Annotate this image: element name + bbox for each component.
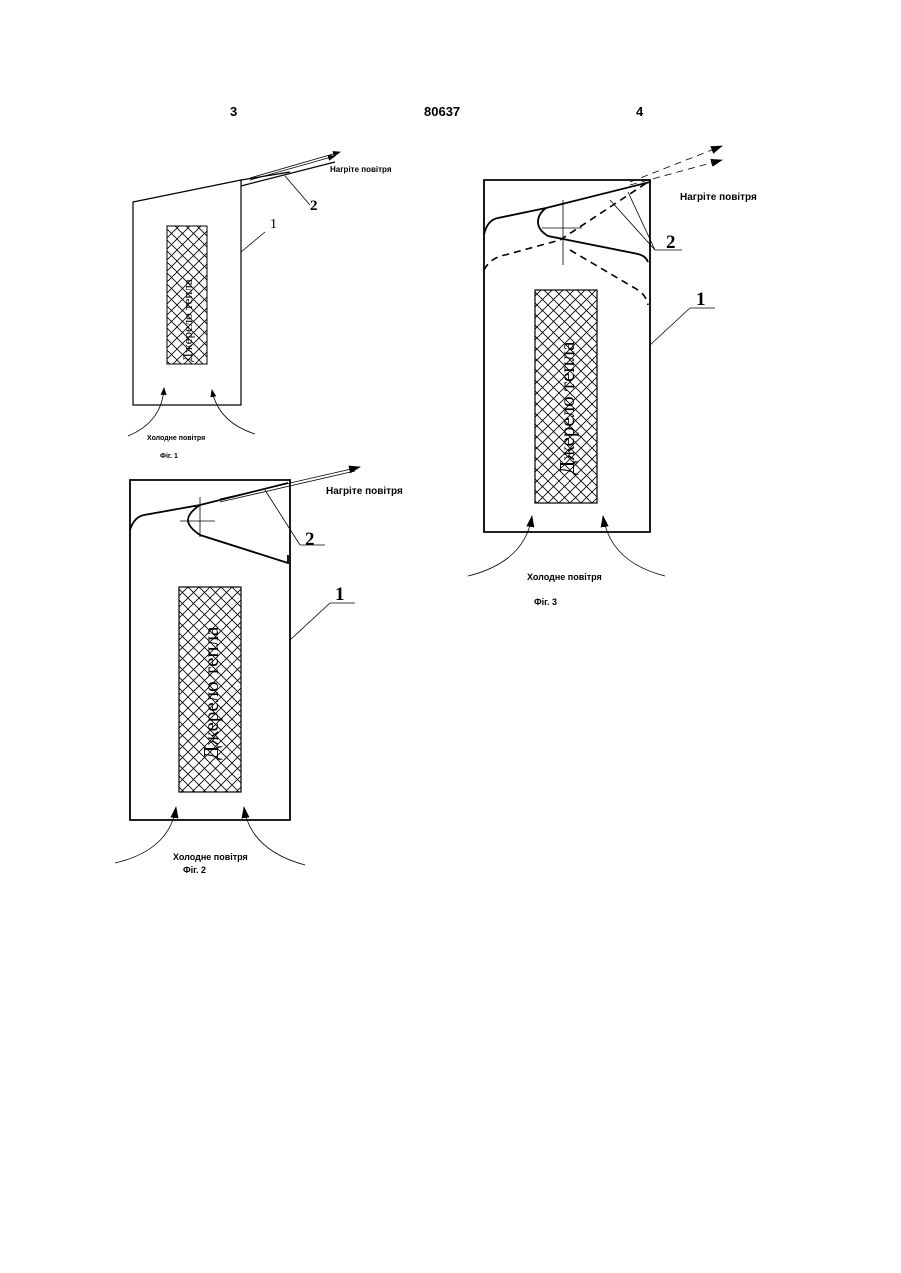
fig2-ref-2: 2 [305,529,315,550]
fig1-ref-1: 1 [270,217,277,232]
fig3-heat-source-label: Джерело тепла [555,341,579,475]
page-number-right: 4 [636,104,643,119]
fig3-cold-air-arrows [468,516,665,576]
fig3-caption: Фіг. 3 [534,597,557,607]
fig2-caption: Фіг. 2 [183,865,206,875]
patent-number: 80637 [424,104,460,119]
fig2-heat-source-label: Джерело тепла [199,626,223,760]
figure-1: Нагріте повітря 2 1 Джерело тепла Холодн… [100,140,400,470]
fig1-cold-air-label: Холодне повітря [147,434,205,442]
fig3-hinge [542,200,582,265]
fig3-hot-air-label: Нагріте повітря [680,192,757,203]
fig2-hot-air-label: Нагріте повітря [326,486,403,497]
fig3-ref-1: 1 [696,289,706,310]
fig3-ref-2: 2 [666,232,676,253]
fig3-cold-air-label: Холодне повітря [527,572,602,582]
fig3-open-flap [484,182,648,305]
page-number-left: 3 [230,104,237,119]
fig1-cold-air-arrows [128,388,255,436]
fig1-hot-air-label: Нагріте повітря [330,165,392,174]
fig1-ref-2: 2 [310,198,318,214]
fig2-cold-air-label: Холодне повітря [173,852,248,862]
figure-2: Нагріте повітря 2 1 Джерело тепла Холодн… [100,455,410,885]
fig1-hot-air-arrows [250,152,340,180]
figure-3: Нагріте повітря 2 1 Джерело тепла Холодн… [460,140,770,620]
fig2-ref-1: 1 [335,584,345,605]
fig1-heat-source-label: Джерело тепла [180,279,195,362]
